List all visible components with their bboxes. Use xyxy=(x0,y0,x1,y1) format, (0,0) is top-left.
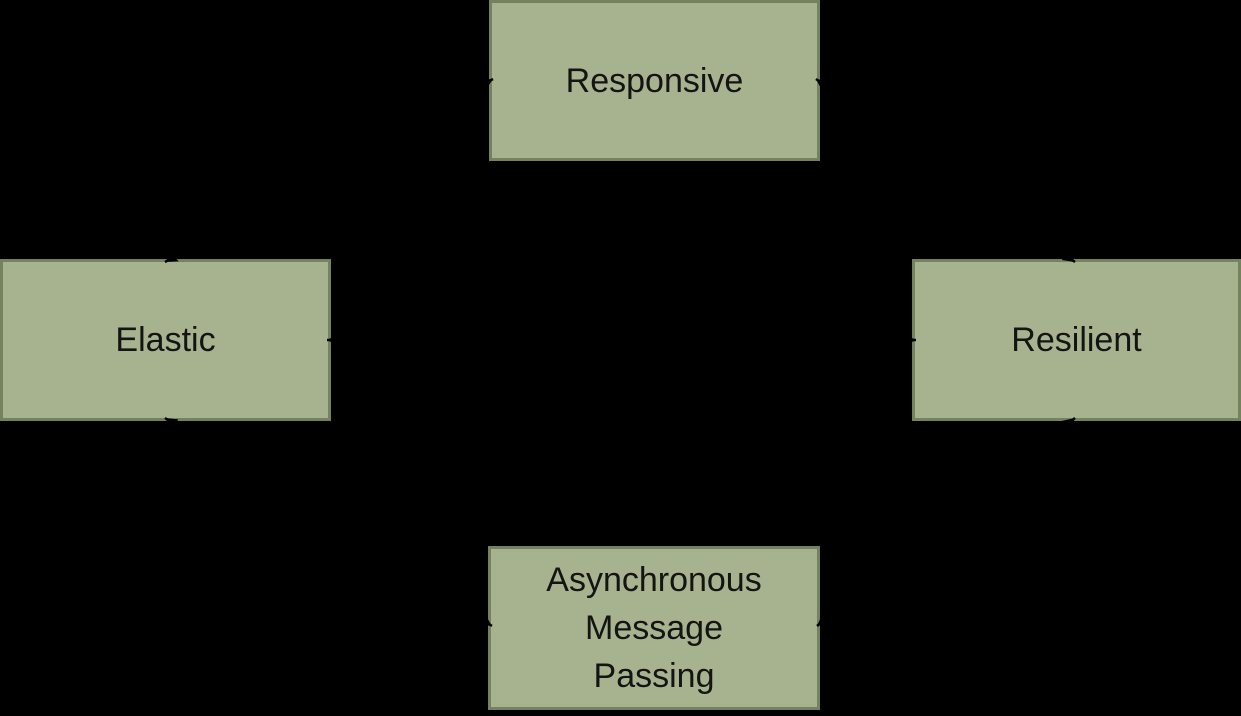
box-label-line: Message xyxy=(585,609,723,647)
box-label-line: Passing xyxy=(593,657,715,695)
box-elastic: Elastic xyxy=(0,259,331,421)
arrow-resilient-to-async xyxy=(816,417,1076,627)
arrow-elastic-to-responsive xyxy=(164,77,494,264)
arrow-resilient-to-responsive xyxy=(815,77,1076,264)
box-label-line: Responsive xyxy=(565,61,744,100)
box-label-elastic: Elastic xyxy=(115,316,215,364)
box-resilient: Resilient xyxy=(912,259,1241,421)
box-responsive: Responsive xyxy=(489,0,820,161)
box-label-line: Resilient xyxy=(1011,321,1142,359)
box-label-line: Elastic xyxy=(115,321,216,359)
box-label-resilient: Resilient xyxy=(1011,316,1141,364)
box-label-responsive: Responsive xyxy=(566,57,744,105)
arrow-elastic-to-async xyxy=(164,416,493,628)
box-label-line: Asynchronous xyxy=(546,561,762,599)
